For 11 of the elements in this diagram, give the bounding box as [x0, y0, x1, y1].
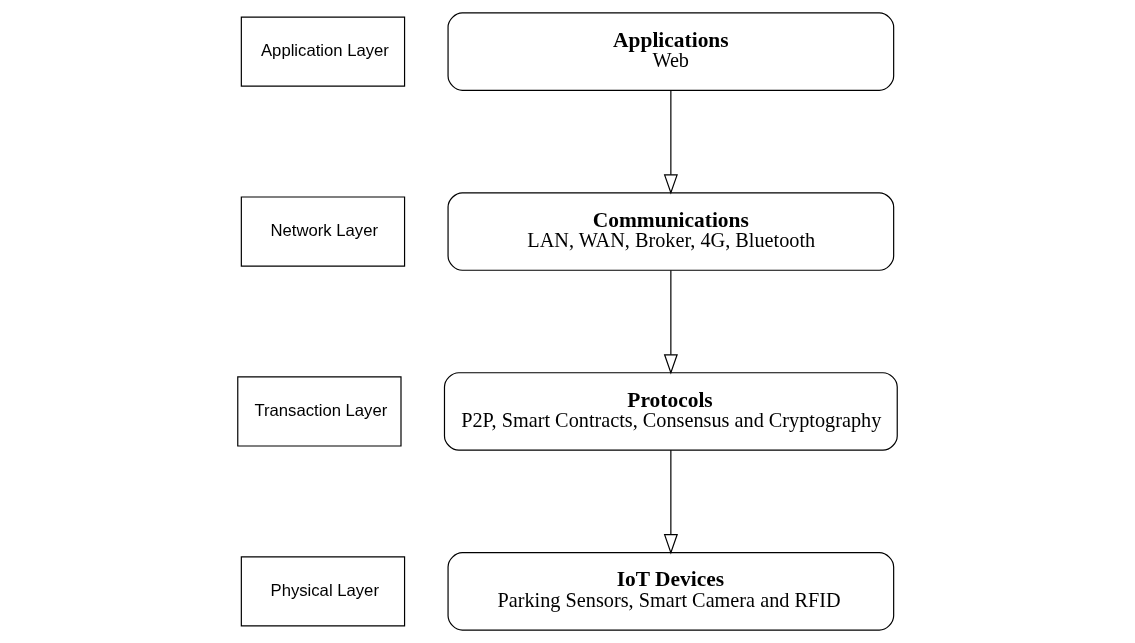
- node-box: IoT Devices Parking Sensors, Smart Camera and RFID: [447, 552, 895, 631]
- node-box: Physical Layer: [240, 556, 406, 627]
- node-box: Application Layer: [240, 16, 406, 87]
- node-box: Communications LAN, WAN, Broker, 4G, Bluetooth: [447, 192, 895, 271]
- node-box: Transaction Layer: [237, 376, 402, 447]
- node-box: Network Layer: [240, 196, 406, 267]
- arrow: [663, 89, 678, 195]
- node-box: Protocols P2P, Smart Contracts, Consensus and Cryptography: [443, 372, 898, 451]
- arrow: [663, 449, 678, 555]
- node-box: Applications Web: [447, 12, 895, 91]
- arrow: [663, 269, 678, 375]
